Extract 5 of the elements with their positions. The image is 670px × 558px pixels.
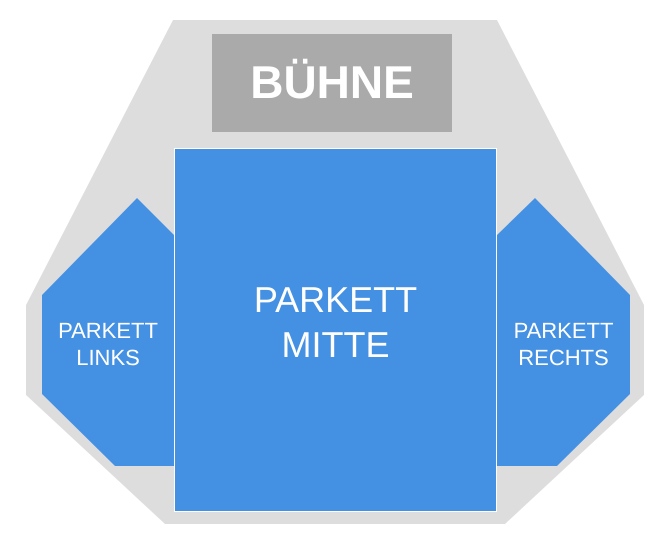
stage-block	[212, 34, 452, 132]
section-label: PARKETT MITTE	[252, 278, 418, 367]
section-label: PARKETT LINKS	[57, 316, 159, 372]
section-label: BÜHNE	[250, 55, 414, 110]
section-label: PARKETT RECHTS	[512, 316, 614, 372]
